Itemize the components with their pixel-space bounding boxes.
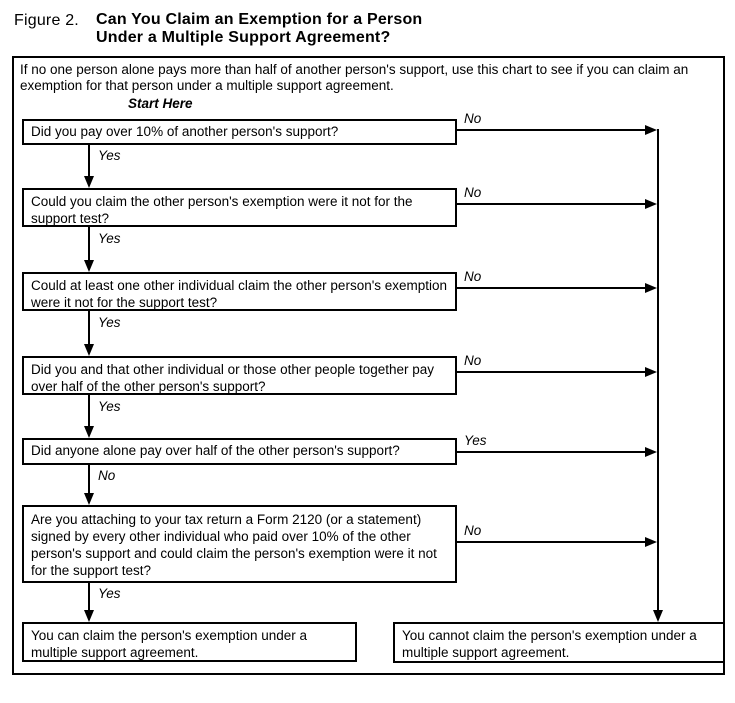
question-box-2: Could you claim the other person's exemp…: [22, 188, 457, 227]
arrowhead-down-icon: [84, 426, 94, 438]
arrowhead-right-icon: [645, 199, 657, 209]
question-box-3: Could at least one other individual clai…: [22, 272, 457, 311]
result-box-cannot-claim: You cannot claim the person's exemption …: [393, 622, 725, 663]
arrowhead-right-icon: [645, 125, 657, 135]
question-box-5: Did anyone alone pay over half of the ot…: [22, 438, 457, 465]
arrowhead-down-icon: [84, 260, 94, 272]
collector-line: [657, 129, 659, 610]
edge-label-yes-1: Yes: [98, 148, 121, 163]
figure-title-line1: Can You Claim an Exemption for a Person: [96, 11, 423, 28]
down-connector-line-1: [88, 145, 90, 176]
question-box-4: Did you and that other individual or tho…: [22, 356, 457, 395]
arrowhead-down-icon: [84, 493, 94, 505]
down-connector-line-6: [88, 583, 90, 610]
right-connector-line-1: [457, 129, 645, 131]
arrowhead-down-icon: [653, 610, 663, 622]
edge-label-yes-right-5: Yes: [464, 433, 487, 448]
question-box-6: Are you attaching to your tax return a F…: [22, 505, 457, 583]
intro-text: If no one person alone pays more than ha…: [20, 62, 689, 93]
edge-label-no-right-6: No: [464, 523, 482, 538]
right-connector-line-2: [457, 203, 645, 205]
edge-label-yes-4: Yes: [98, 399, 121, 414]
down-connector-line-2: [88, 227, 90, 260]
arrowhead-down-icon: [84, 344, 94, 356]
edge-label-no-right-4: No: [464, 353, 482, 368]
edge-label-no-right-3: No: [464, 269, 482, 284]
arrowhead-right-icon: [645, 537, 657, 547]
edge-label-no-right-1: No: [464, 111, 482, 126]
right-connector-line-6: [457, 541, 645, 543]
arrowhead-down-icon: [84, 610, 94, 622]
question-box-1: Did you pay over 10% of another person's…: [22, 119, 457, 145]
right-connector-line-3: [457, 287, 645, 289]
edge-label-no-right-2: No: [464, 185, 482, 200]
edge-label-yes-3: Yes: [98, 315, 121, 330]
arrowhead-right-icon: [645, 367, 657, 377]
figure-title-line2: Under a Multiple Support Agreement?: [96, 29, 391, 46]
figure-label: Figure 2.: [14, 12, 79, 29]
edge-label-yes-2: Yes: [98, 231, 121, 246]
flowchart-frame: [12, 56, 725, 675]
figure-title: Can You Claim an Exemption for a Person …: [96, 11, 422, 47]
result-box-can-claim: You can claim the person's exemption und…: [22, 622, 357, 662]
right-connector-line-4: [457, 371, 645, 373]
down-connector-line-3: [88, 311, 90, 344]
arrowhead-down-icon: [84, 176, 94, 188]
down-connector-line-4: [88, 395, 90, 426]
arrowhead-right-icon: [645, 447, 657, 457]
edge-label-yes-6: Yes: [98, 586, 121, 601]
down-connector-line-5: [88, 465, 90, 493]
right-connector-line-5: [457, 451, 645, 453]
start-here-label: Start Here: [128, 96, 193, 111]
arrowhead-right-icon: [645, 283, 657, 293]
edge-label-no-5: No: [98, 468, 116, 483]
